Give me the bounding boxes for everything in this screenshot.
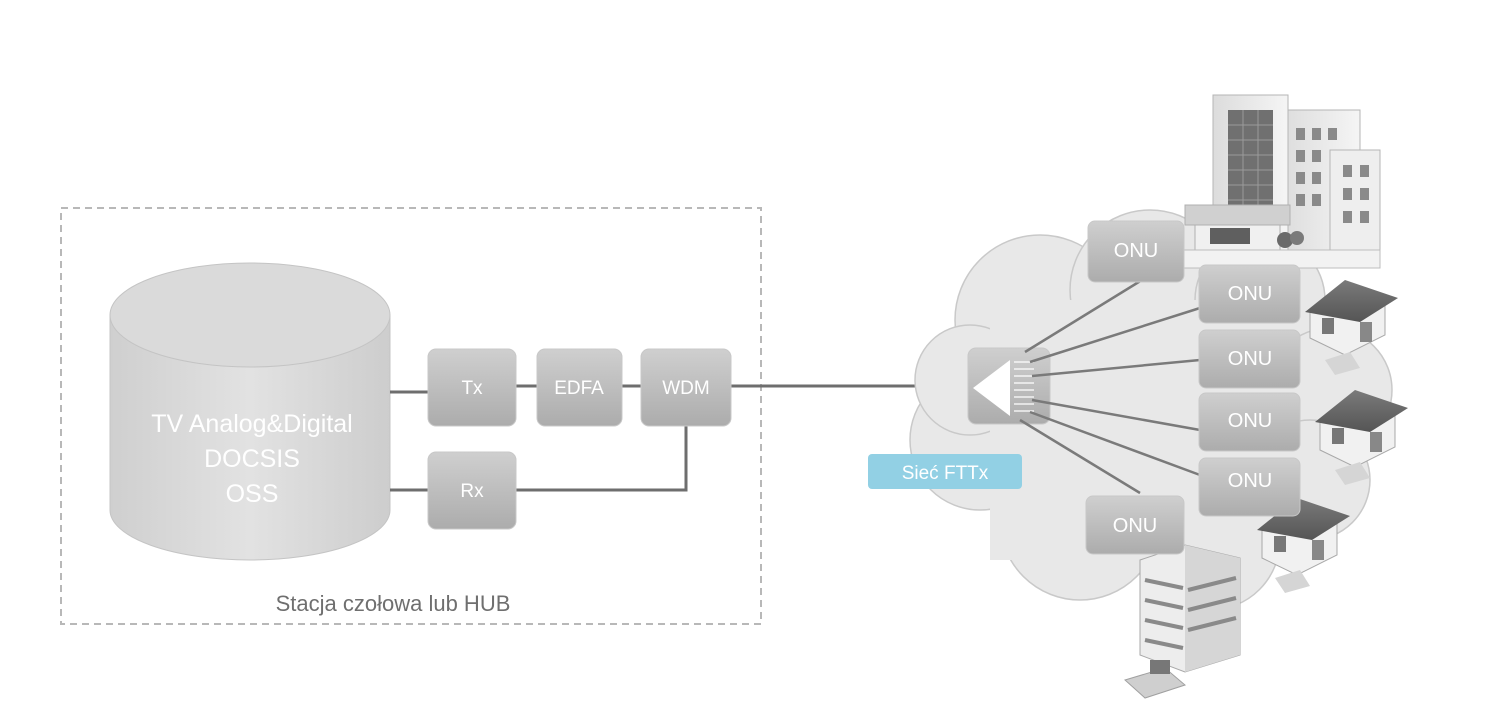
database-label-docsis: DOCSIS	[204, 445, 300, 473]
onu-3: ONU	[1198, 329, 1301, 389]
edfa-label: EDFA	[554, 378, 604, 399]
onu-5-label: ONU	[1228, 470, 1272, 492]
onu-1: ONU	[1087, 220, 1185, 283]
house-icon-2	[1315, 390, 1408, 485]
onu-6-label: ONU	[1113, 515, 1157, 537]
rx-block: Rx	[427, 451, 517, 530]
wdm-label: WDM	[662, 378, 709, 399]
wdm-block: WDM	[640, 348, 732, 427]
fttx-label: Sieć FTTx	[902, 463, 989, 484]
splitter-icon	[967, 347, 1051, 425]
headend-frame-label: Stacja czołowa lub HUB	[276, 591, 511, 616]
house-icon-3	[1257, 498, 1350, 593]
onu-4-label: ONU	[1228, 410, 1272, 432]
office-building-icon	[1179, 94, 1381, 269]
tx-block: Tx	[427, 348, 517, 427]
house-icon-1	[1305, 280, 1398, 375]
database-cylinder: TV Analog&Digital DOCSIS OSS	[109, 262, 391, 561]
onu-3-label: ONU	[1228, 348, 1272, 370]
fttx-label-badge: Sieć FTTx	[868, 454, 1022, 489]
onu-2-label: ONU	[1228, 283, 1272, 305]
onu-2: ONU	[1198, 264, 1301, 324]
edfa-block: EDFA	[536, 348, 623, 427]
database-label-tv: TV Analog&Digital	[151, 410, 353, 438]
rx-label: Rx	[460, 481, 484, 502]
database-label-oss: OSS	[226, 480, 279, 508]
onu-5: ONU	[1198, 457, 1301, 517]
onu-1-label: ONU	[1114, 240, 1158, 262]
onu-6: ONU	[1085, 495, 1185, 555]
headend-frame: Stacja czołowa lub HUB	[60, 207, 762, 625]
apartment-building-icon	[1124, 544, 1241, 699]
onu-4: ONU	[1198, 392, 1301, 452]
drop-fibers	[1019, 278, 1201, 495]
tx-label: Tx	[461, 378, 483, 399]
